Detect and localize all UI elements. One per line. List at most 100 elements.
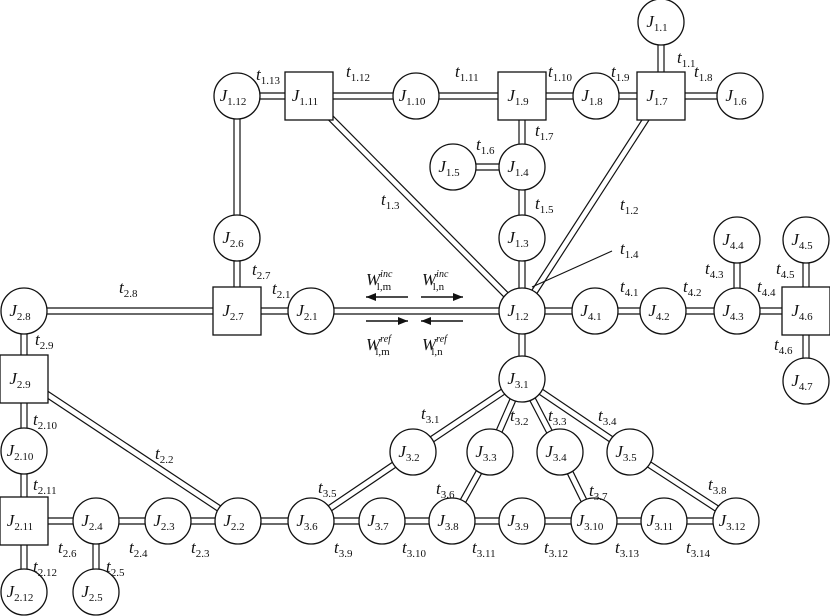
edge-label-t2-1: t2.1 [272,279,290,301]
edge-label-t3-6: t3.6 [436,479,455,501]
edge-label-t3-9: t3.9 [334,538,353,560]
edge-label-t1-13: t1.13 [256,65,280,87]
junction-node-J2-11: J2.11 [0,496,49,546]
junction-node-J4-4: J4.4 [713,216,761,264]
edge-label-t1-10: t1.10 [548,62,572,84]
edge-label-t1-6: t1.6 [476,135,495,157]
edge-label-t1-12: t1.12 [346,62,370,84]
edge-label-t2-5: t2.5 [106,557,125,579]
junction-node-J1-11: J1.11 [284,71,334,121]
arrow-inc-left [366,293,408,301]
junction-node-J3-10: J3.10 [570,497,618,545]
pipe-edge-e1.2 [518,94,665,313]
edge-label-t2-6: t2.6 [58,538,77,560]
junction-node-J4-3: J4.3 [713,287,761,335]
edge-label-t1-1: t1.1 [677,48,695,70]
junction-node-J3-3: J3.3 [466,428,514,476]
junction-node-J2-2: J2.2 [214,497,262,545]
edge-label-t3-1: t3.1 [421,404,439,426]
junction-node-J3-12: J3.12 [712,497,760,545]
junction-node-J2-7: J2.7 [212,286,262,336]
edge-label-t2-10: t2.10 [33,410,57,432]
edge-label-t3-3: t3.3 [548,406,567,428]
edge-label-t3-14: t3.14 [686,538,710,560]
edge-label-t1-3: t1.3 [381,190,400,212]
pipe-edge-e2.2 [22,376,240,524]
junction-node-J4-7: J4.7 [782,357,830,405]
junction-node-J2-6: J2.6 [213,214,261,262]
junction-node-J1-8: J1.8 [572,72,620,120]
pipe-edge-e1.3 [306,93,525,314]
junction-node-J3-9: J3.9 [498,497,546,545]
junction-node-J1-1: J1.1 [637,0,685,46]
edge-label-t2-4: t2.4 [129,538,148,560]
t1.4-callout-line [531,250,613,288]
junction-node-J4-2: J4.2 [639,287,687,335]
edge-label-t2-3: t2.3 [191,538,210,560]
edge-label-t1-9: t1.9 [611,62,630,84]
junction-node-J2-5: J2.5 [72,568,120,616]
arrow-ref-right [366,317,408,325]
edge-label-t4-4: t4.4 [757,277,776,299]
junction-node-J3-11: J3.11 [640,497,688,545]
junction-node-J2-12: J2.12 [0,568,48,616]
junction-node-J1-9: J1.9 [497,71,547,121]
junction-node-J3-6: J3.6 [287,497,335,545]
edge-label-t1-2: t1.2 [620,195,638,217]
junction-node-J4-1: J4.1 [571,287,619,335]
edge-label-t1-7: t1.7 [535,121,554,143]
junction-node-J1-10: J1.10 [392,72,440,120]
junction-node-J4-6: J4.6 [781,286,830,336]
junction-node-J1-5: J1.5 [429,143,477,191]
junction-node-J4-5: J4.5 [782,216,830,264]
edge-label-t4-3: t4.3 [705,259,724,281]
junction-node-J2-1: J2.1 [287,287,335,335]
edge-label-t1-4: t1.4 [620,239,639,261]
edge-label-t3-11: t3.11 [472,538,496,560]
junction-node-J3-2: J3.2 [389,428,437,476]
edge-label-t2-11: t2.11 [33,475,57,497]
junction-node-J1-3: J1.3 [498,214,546,262]
junction-node-J2-3: J2.3 [144,497,192,545]
junction-node-J3-7: J3.7 [358,497,406,545]
pipe-edge-e2.1b [311,307,522,315]
edge-label-t3-2: t3.2 [510,406,528,428]
edge-label-t2-2: t2.2 [155,444,173,466]
edge-label-t4-2: t4.2 [683,277,701,299]
edge-label-t3-8: t3.8 [708,475,727,497]
junction-node-J1-7: J1.7 [636,71,686,121]
edge-label-t1-5: t1.5 [535,194,554,216]
edge-label-t2-12: t2.12 [33,557,57,579]
junction-node-J3-5: J3.5 [606,428,654,476]
junction-node-J3-8: J3.8 [428,497,476,545]
junction-node-J1-6: J1.6 [716,72,764,120]
junction-node-J2-4: J2.4 [72,497,120,545]
edge-label-t4-1: t4.1 [620,277,638,299]
edge-label-t1-11: t1.11 [455,62,479,84]
junction-node-J1-4: J1.4 [498,143,546,191]
edge-label-t2-9: t2.9 [35,330,54,352]
junction-node-J1-12: J1.12 [213,72,261,120]
edge-label-t3-7: t3.7 [589,481,608,503]
edge-label-t1-8: t1.8 [694,62,713,84]
pipe-edge-e2.6v [233,96,241,238]
arrow-inc-right [421,293,463,301]
junction-node-J2-8: J2.8 [0,287,48,335]
edge-label-t4-5: t4.5 [776,259,795,281]
edge-label-t3-13: t3.13 [615,538,639,560]
edge-label-t3-10: t3.10 [402,538,426,560]
arrow-ref-left [421,317,463,325]
edge-label-t3-4: t3.4 [598,406,617,428]
edge-label-t3-5: t3.5 [318,478,337,500]
junction-node-J1-2: J1.2 [498,287,546,335]
edge-label-t4-6: t4.6 [774,335,793,357]
junction-node-J3-4: J3.4 [536,428,584,476]
junction-node-J2-9: J2.9 [0,354,49,404]
edge-label-t2-8: t2.8 [119,278,138,300]
